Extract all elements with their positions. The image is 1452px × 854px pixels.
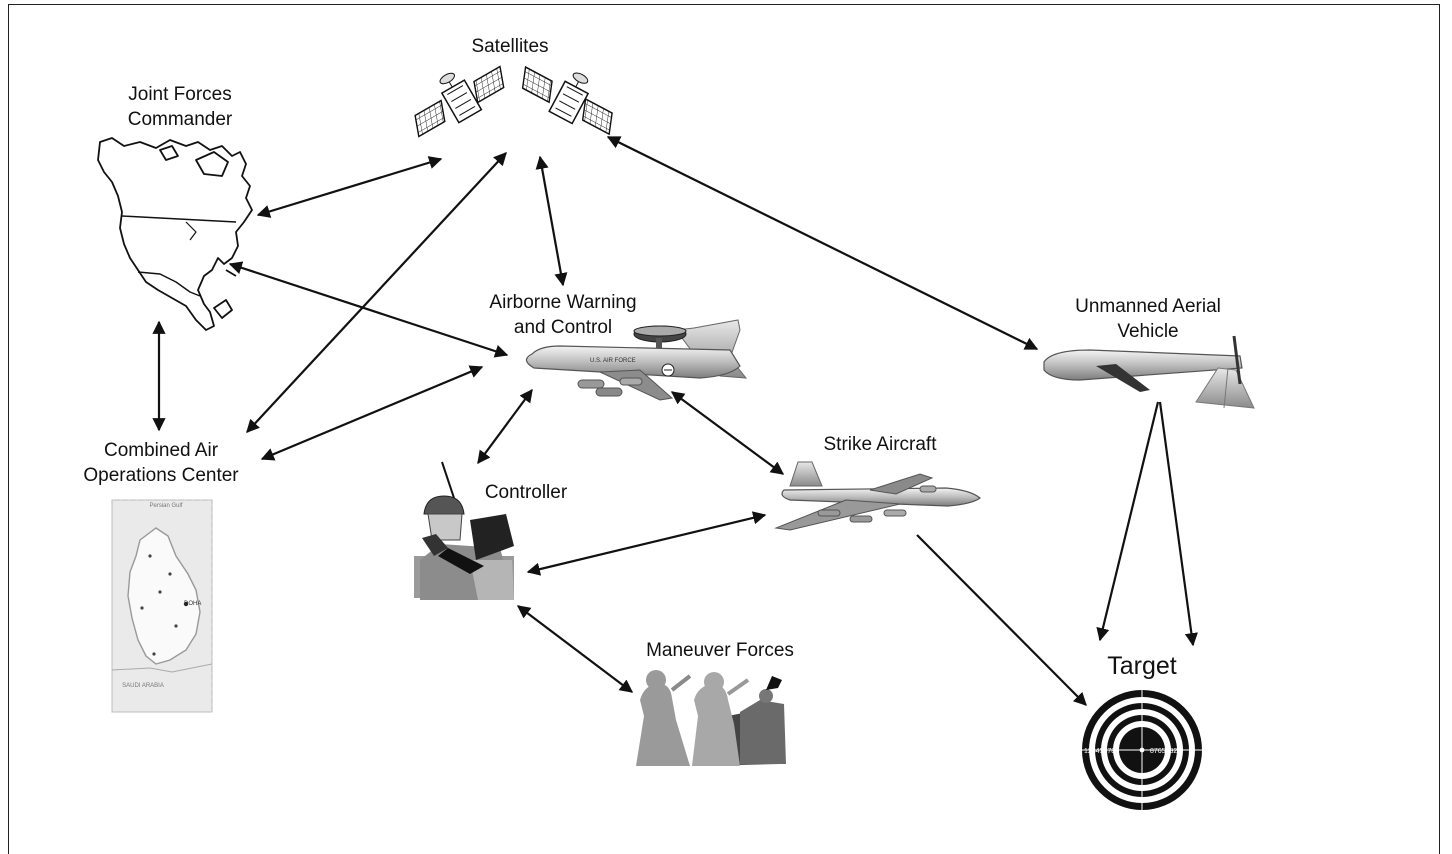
label-awacs: Airborne Warning and Control: [463, 290, 663, 340]
label-caoc: Combined Air Operations Center: [66, 438, 256, 488]
figure-border: [8, 4, 1440, 854]
arrow-satellites-uav: [606, 136, 1039, 350]
awacs-marking-text: U.S. AIR FORCE: [590, 358, 636, 364]
label-caoc-line1: Combined Air: [103, 440, 219, 461]
awacs-aircraft-icon: U.S. AIR FORCE: [525, 319, 748, 401]
arrow-awacs-strike: [670, 391, 785, 475]
map-label-persian-gulf: Persian Gulf: [149, 503, 183, 509]
label-strike-aircraft: Strike Aircraft: [823, 434, 937, 455]
map-label-saudi-arabia: SAUDI ARABIA: [122, 683, 164, 689]
strike-aircraft-icon: [774, 461, 981, 531]
arrow-caoc-awacs: [260, 365, 484, 461]
label-awacs-line1: Airborne Warning: [489, 292, 637, 313]
arrow-strike-target: [916, 534, 1087, 706]
arrow-jfc-awacs: [228, 261, 509, 358]
map-label-doha: DOHA: [184, 601, 202, 607]
connection-arrows: [152, 136, 1198, 706]
target-scale-left: 12345678: [1084, 748, 1115, 755]
label-joint-forces-line2: Commander: [127, 109, 233, 130]
arrow-uav-target-right: [1158, 401, 1198, 647]
label-uav-line1: Unmanned Aerial: [1075, 296, 1221, 317]
uav-aircraft-icon: [1043, 335, 1255, 409]
qatar-map-icon: [111, 499, 213, 713]
controller-soldier-icon: [414, 461, 514, 600]
arrow-controller-maneuver: [516, 605, 634, 693]
satellite-icon: [414, 65, 505, 138]
target-bullseye-icon: 12345678 87654321: [1082, 690, 1202, 810]
arrow-jfc-satellites: [256, 156, 443, 218]
arrow-awacs-controller: [477, 388, 533, 465]
label-uav-line2: Vehicle: [1117, 321, 1179, 342]
north-america-map-icon: [97, 137, 253, 331]
label-target: Target: [1107, 652, 1177, 680]
label-awacs-line2: and Control: [513, 317, 613, 338]
arrow-uav-target-left: [1096, 401, 1160, 642]
maneuver-forces-icon: [636, 670, 786, 766]
label-satellites: Satellites: [471, 36, 549, 57]
arrow-controller-strike: [526, 511, 767, 576]
label-caoc-line2: Operations Center: [83, 465, 239, 486]
label-joint-forces-line1: Joint Forces: [128, 84, 232, 105]
label-controller: Controller: [484, 482, 568, 503]
label-joint-forces-commander: Joint Forces Commander: [100, 82, 260, 132]
satellite-icon: [521, 65, 613, 136]
label-uav: Unmanned Aerial Vehicle: [1048, 294, 1248, 344]
label-maneuver-forces: Maneuver Forces: [646, 640, 794, 661]
target-scale-right: 87654321: [1150, 748, 1181, 755]
arrow-satellites-awacs: [535, 155, 568, 287]
